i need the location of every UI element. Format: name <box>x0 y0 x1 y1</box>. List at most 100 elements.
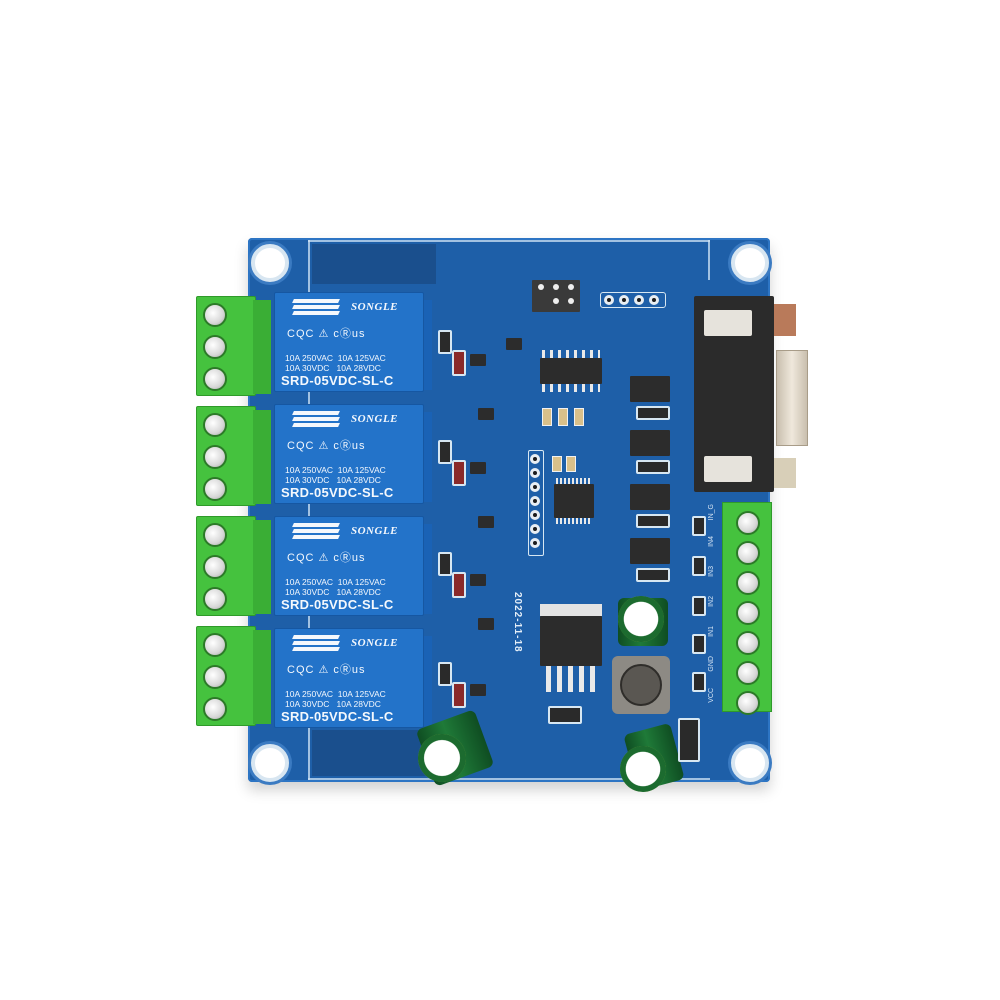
electrolytic-capacitor <box>418 734 466 782</box>
relay-brand: SONGLE <box>351 637 399 649</box>
regulator-tab <box>540 604 602 616</box>
db9-screw-lock <box>704 310 752 336</box>
relay-rating: 10A 250VAC 10A 125VAC 10A 30VDC 10A 28VD… <box>285 577 386 597</box>
screw-icon <box>203 523 227 547</box>
screw-icon <box>203 555 227 579</box>
relay-cert-marks: CQC ⚠ cⓇus <box>287 440 366 452</box>
silkscreen-line <box>308 240 310 780</box>
smd-diode <box>548 706 582 724</box>
relay-rating: 10A 250VAC 10A 125VAC 10A 30VDC 10A 28VD… <box>285 465 386 485</box>
smd-resistor <box>636 406 670 420</box>
smd-component <box>438 662 452 686</box>
smd-diode <box>678 718 700 762</box>
screw-icon <box>736 661 760 685</box>
jumper-header <box>532 280 580 312</box>
resistor <box>574 408 584 426</box>
relay-3: SONGLE CQC ⚠ cⓇus 10A 250VAC 10A 125VAC … <box>274 516 424 616</box>
resistor <box>542 408 552 426</box>
screw-icon <box>736 541 760 565</box>
transistor <box>478 408 494 420</box>
smd-component <box>438 440 452 464</box>
transistor <box>478 516 494 528</box>
transistor <box>470 574 486 586</box>
optocoupler-4 <box>630 538 670 564</box>
diode <box>452 460 466 486</box>
ic-pins <box>542 384 600 392</box>
terminal-label: IN2 <box>708 596 715 607</box>
mounting-hole <box>251 244 289 282</box>
screw-icon <box>736 571 760 595</box>
screw-icon <box>203 335 227 359</box>
screw-icon <box>203 587 227 611</box>
relay-model: SRD-05VDC-SL-C <box>281 485 394 500</box>
led <box>692 672 706 692</box>
relay-1: SONGLE CQC ⚠ cⓇus 10A 250VAC 10A 125VAC … <box>274 292 424 392</box>
songle-logo-icon <box>292 411 340 433</box>
date-code: 2022-11-18 <box>512 592 523 653</box>
relay-cert-marks: CQC ⚠ cⓇus <box>287 664 366 676</box>
screw-icon <box>203 697 227 721</box>
relay-terminal-1 <box>196 296 271 396</box>
smd-component <box>438 330 452 354</box>
screw-icon <box>736 511 760 535</box>
relay-terminal-2 <box>196 406 271 506</box>
songle-logo-icon <box>292 299 340 321</box>
relay-2: SONGLE CQC ⚠ cⓇus 10A 250VAC 10A 125VAC … <box>274 404 424 504</box>
optocoupler-1 <box>630 376 670 402</box>
screw-icon <box>203 665 227 689</box>
resistor <box>552 456 562 472</box>
relay-zone <box>312 730 436 776</box>
db9-post <box>774 458 796 488</box>
transistor <box>506 338 522 350</box>
mounting-hole <box>731 244 769 282</box>
screw-icon <box>203 303 227 327</box>
inductor <box>612 656 670 714</box>
screw-icon <box>736 601 760 625</box>
voltage-regulator <box>540 616 602 666</box>
resistor <box>558 408 568 426</box>
relay-terminal-4 <box>196 626 271 726</box>
electrolytic-capacitor <box>618 596 664 642</box>
pin-header-4 <box>600 292 666 308</box>
relay-model: SRD-05VDC-SL-C <box>281 597 394 612</box>
relay-side <box>424 412 432 502</box>
terminal-label: VCC <box>708 688 715 703</box>
relay-cert-marks: CQC ⚠ cⓇus <box>287 552 366 564</box>
led <box>692 634 706 654</box>
relay-brand: SONGLE <box>351 525 399 537</box>
diode <box>452 682 466 708</box>
relay-rating: 10A 250VAC 10A 125VAC 10A 30VDC 10A 28VD… <box>285 353 386 373</box>
input-terminal <box>722 502 772 715</box>
ic-tssop <box>554 484 594 518</box>
regulator-pins <box>546 666 596 692</box>
led <box>692 556 706 576</box>
ic-pins <box>556 518 592 524</box>
relay-zone <box>312 244 436 284</box>
relay-brand: SONGLE <box>351 413 399 425</box>
diode <box>452 350 466 376</box>
optocoupler-2 <box>630 430 670 456</box>
screw-icon <box>203 413 227 437</box>
songle-logo-icon <box>292 635 340 657</box>
db9-post <box>774 304 796 336</box>
relay-model: SRD-05VDC-SL-C <box>281 373 394 388</box>
relay-model: SRD-05VDC-SL-C <box>281 709 394 724</box>
smd-component <box>438 552 452 576</box>
terminal-label: IN3 <box>708 566 715 577</box>
transistor <box>470 354 486 366</box>
electrolytic-capacitor <box>620 746 666 792</box>
screw-icon <box>736 631 760 655</box>
screw-icon <box>203 367 227 391</box>
transistor <box>478 618 494 630</box>
silkscreen-line <box>308 240 710 242</box>
screw-icon <box>203 633 227 657</box>
mounting-hole <box>251 744 289 782</box>
ic-soic <box>540 358 602 384</box>
relay-side <box>424 300 432 390</box>
screw-icon <box>203 445 227 469</box>
relay-terminal-3 <box>196 516 271 616</box>
silkscreen-line <box>708 240 710 280</box>
pin-header-7 <box>528 450 544 556</box>
ic-pins <box>556 478 592 484</box>
terminal-label: IN4 <box>708 536 715 547</box>
